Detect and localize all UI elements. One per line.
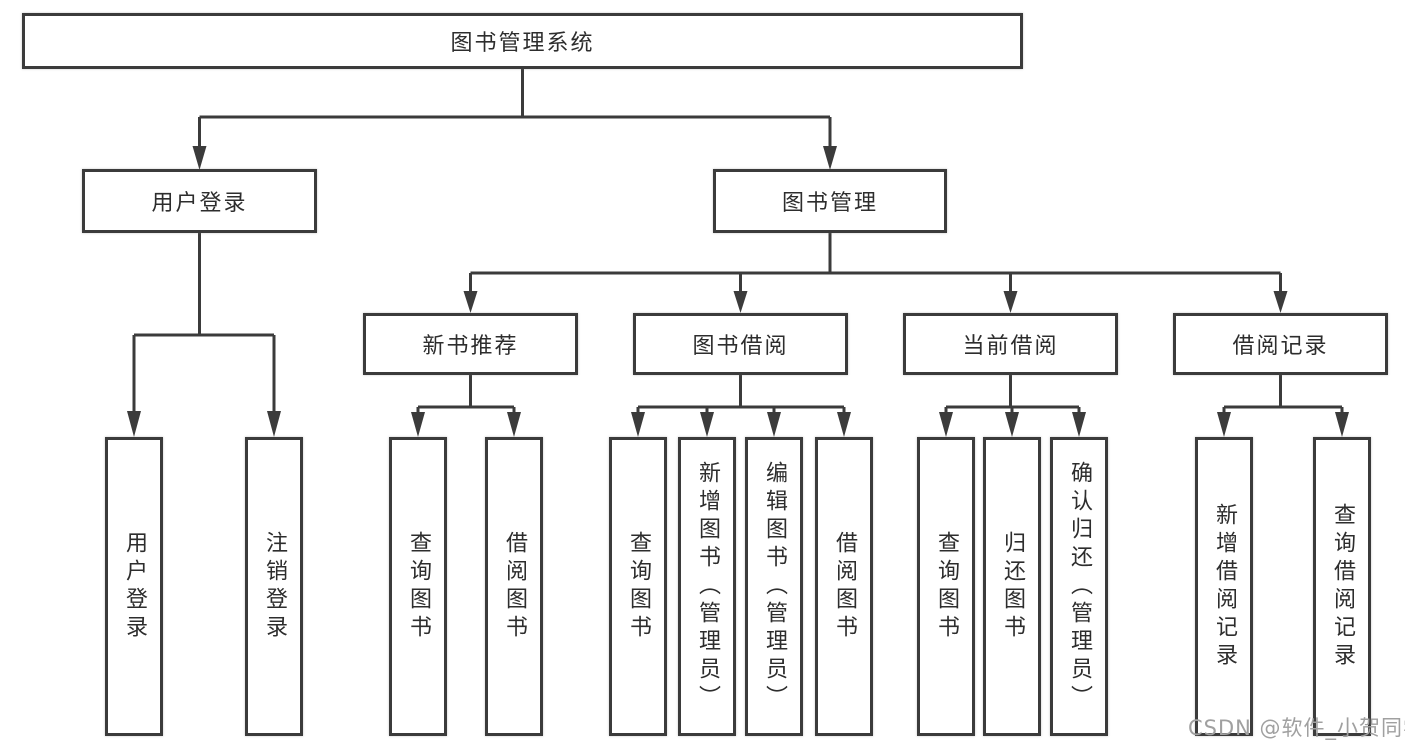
node-book-borrow: 图书借阅 (633, 313, 848, 375)
leaf-borrow-book: 借阅图书 (815, 437, 873, 736)
leaf-borrow-book-recommend: 借阅图书 (485, 437, 543, 736)
leaf-query-borrow-record: 查询借阅记录 (1313, 437, 1371, 736)
connector-book-borrow-to-leaves (631, 375, 851, 437)
node-book-management: 图书管理 (713, 169, 947, 233)
leaf-return-book: 归还图书 (983, 437, 1041, 736)
leaf-confirm-return-admin: 确认归还（管理员） (1050, 437, 1108, 736)
connector-book-mgmt-to-level3 (463, 233, 1288, 313)
node-root-library-system: 图书管理系统 (22, 13, 1023, 69)
watermark-text: CSDN @软件_小贺同学 (1188, 716, 1405, 740)
leaf-logout: 注销登录 (245, 437, 303, 736)
node-new-book-recommend: 新书推荐 (363, 313, 578, 375)
node-user-login: 用户登录 (82, 169, 317, 233)
connector-new-book-recommend-to-leaves (411, 375, 521, 437)
connector-user-login-to-leaves (127, 233, 281, 437)
leaf-user-login: 用户登录 (105, 437, 163, 736)
leaf-query-book-current: 查询图书 (917, 437, 975, 736)
leaf-add-book-admin: 新增图书（管理员） (678, 437, 736, 736)
leaf-query-book-borrow: 查询图书 (609, 437, 667, 736)
connector-current-borrow-to-leaves (939, 375, 1086, 437)
node-borrow-records: 借阅记录 (1173, 313, 1388, 375)
connector-root-to-level2 (192, 69, 837, 170)
leaf-add-borrow-record: 新增借阅记录 (1195, 437, 1253, 736)
leaf-edit-book-admin: 编辑图书（管理员） (745, 437, 803, 736)
node-current-borrow: 当前借阅 (903, 313, 1118, 375)
leaf-query-book-recommend: 查询图书 (389, 437, 447, 736)
connector-borrow-records-to-leaves (1217, 375, 1349, 437)
